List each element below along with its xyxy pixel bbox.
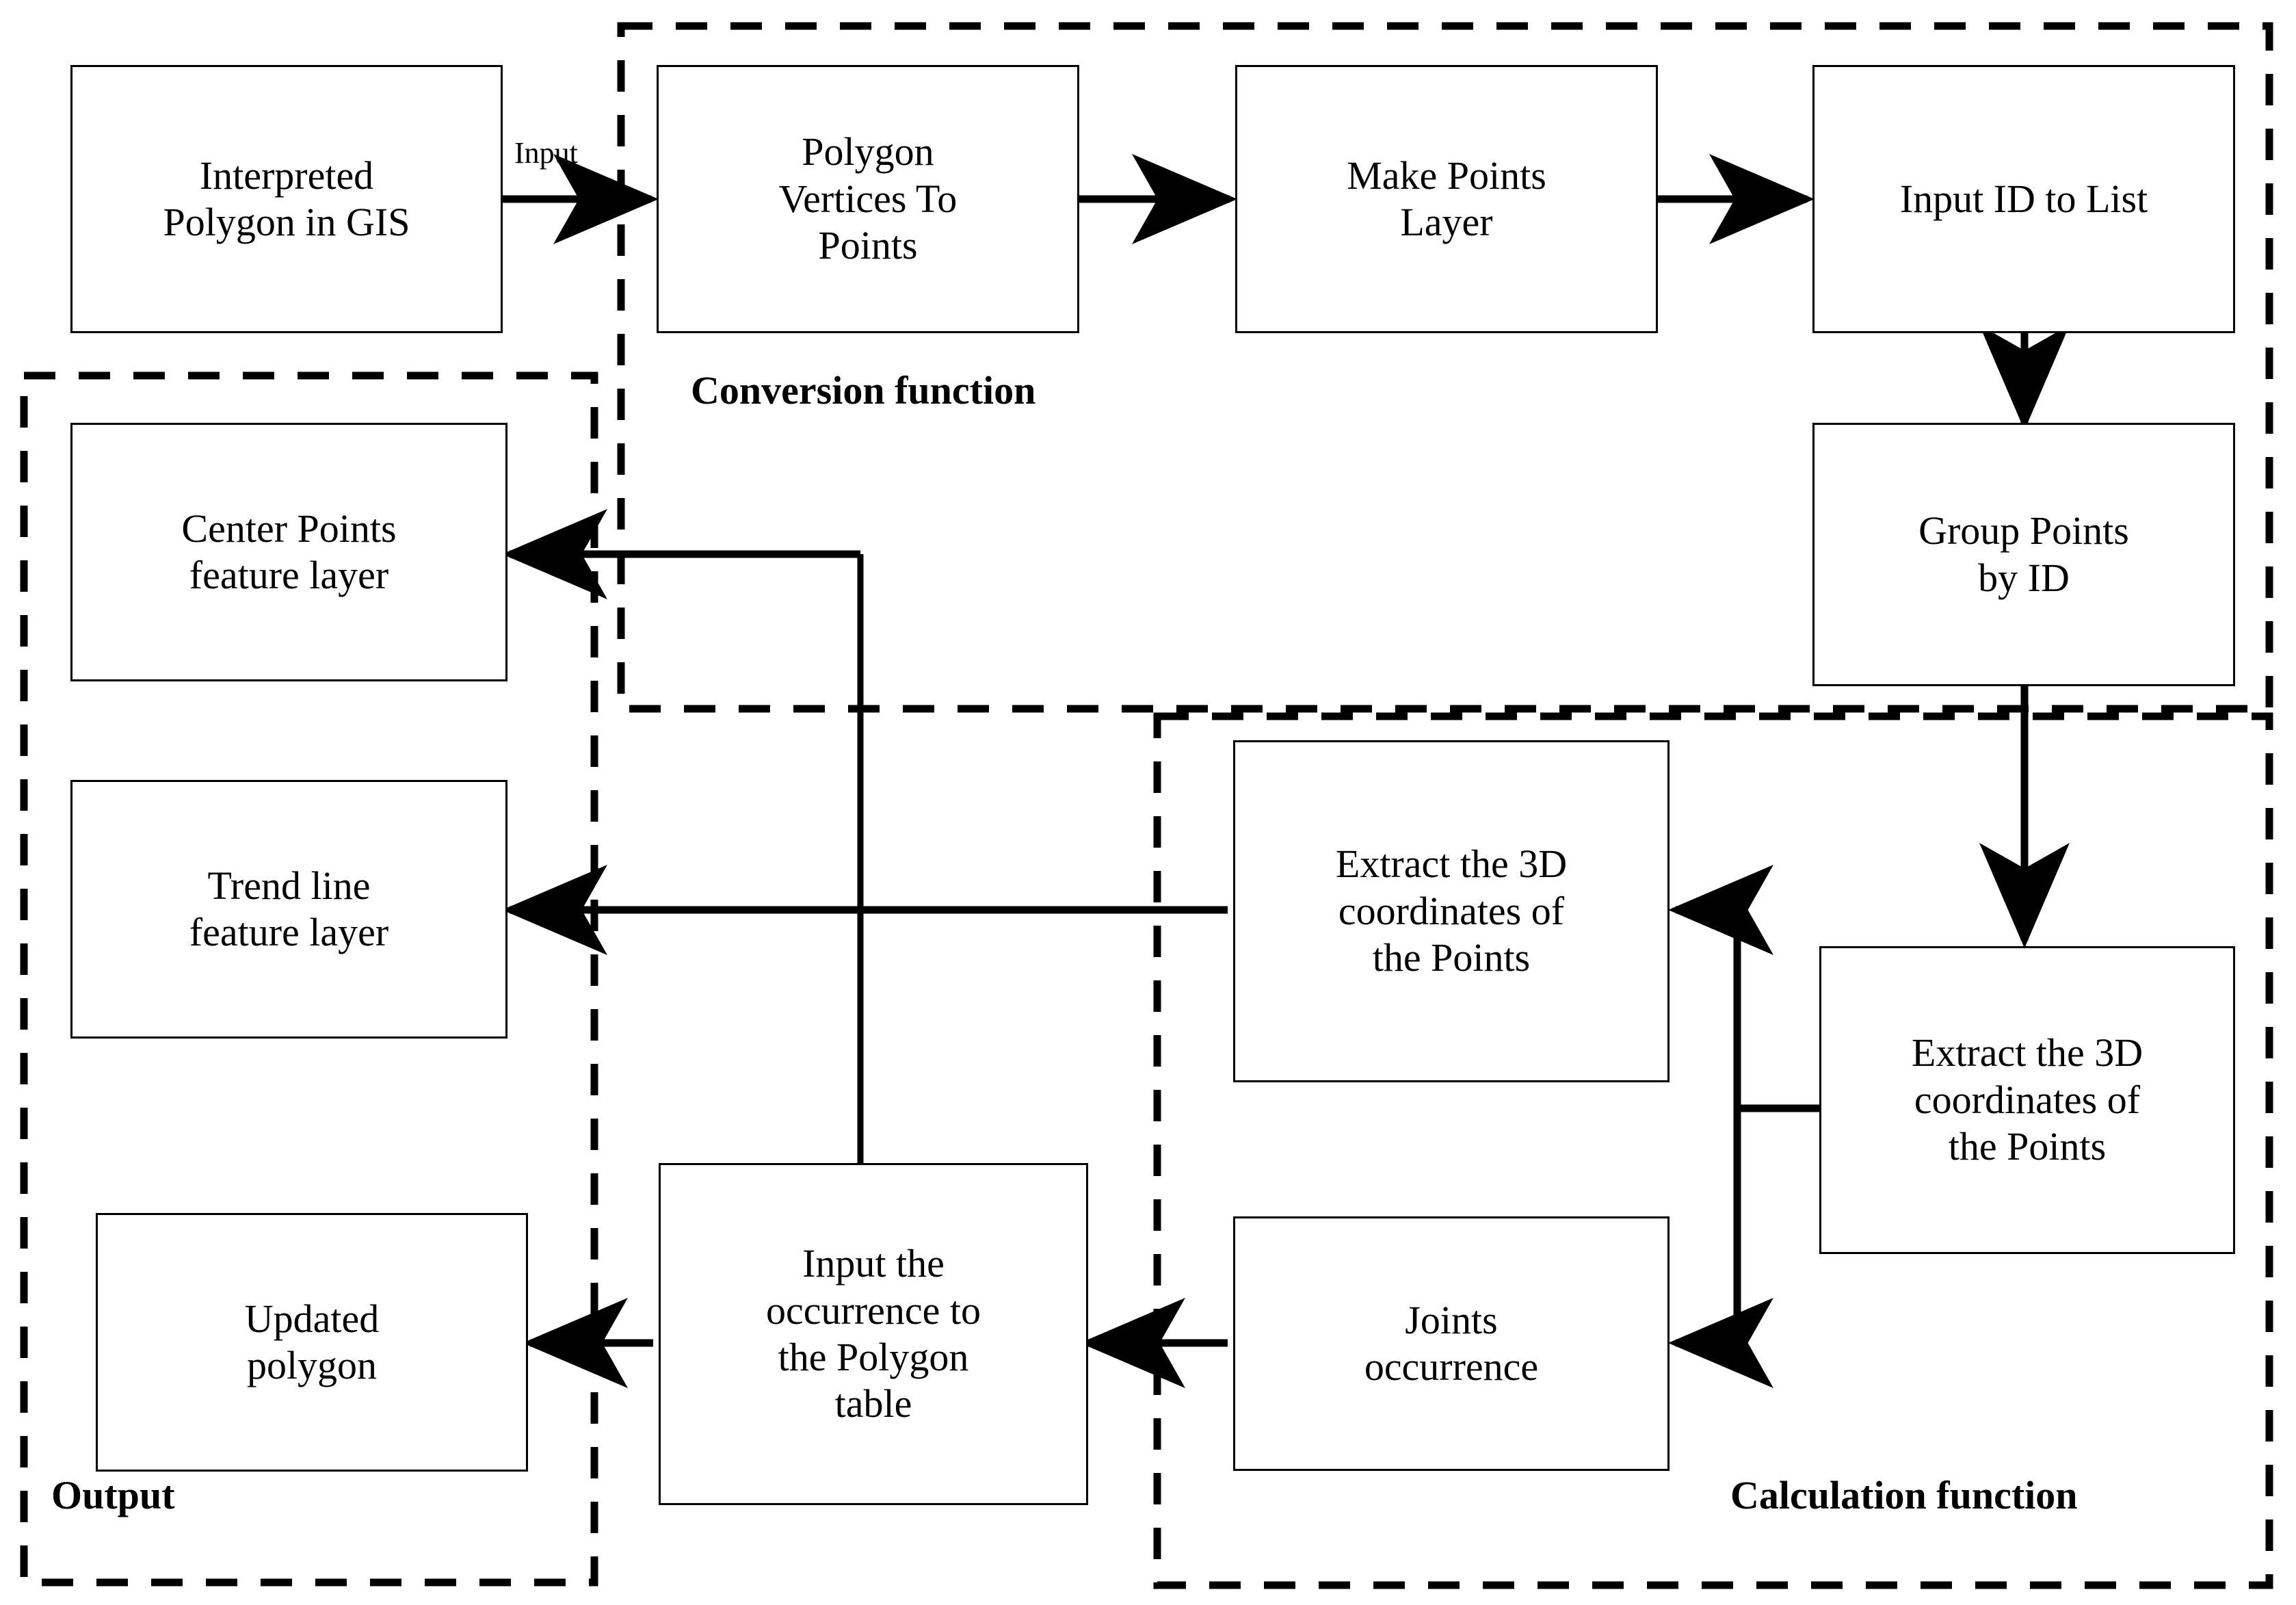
node-joints-occurrence[interactable]: Joints occurrence — [1233, 1216, 1670, 1471]
node-input-id-to-list[interactable]: Input ID to List — [1812, 65, 2235, 333]
node-input-occurrence-line3: the Polygon — [778, 1335, 969, 1379]
node-center-points-line1: Center Points — [181, 506, 397, 551]
node-polygon-vertices-to-points-line2: Vertices To — [778, 176, 958, 221]
node-center-points-feature-layer[interactable]: Center Points feature layer — [70, 423, 507, 681]
node-interpreted-polygon-line2: Polygon in GIS — [163, 200, 410, 244]
node-make-points-layer-line1: Make Points — [1347, 153, 1546, 198]
node-extract-3d-middle-line3: the Points — [1372, 935, 1531, 980]
group-label-conversion: Conversion function — [691, 368, 1036, 413]
node-interpreted-polygon[interactable]: Interpreted Polygon in GIS — [70, 65, 503, 333]
node-trend-line-line1: Trend line — [207, 863, 371, 908]
node-polygon-vertices-to-points-line1: Polygon — [802, 129, 934, 174]
node-updated-polygon[interactable]: Updated polygon — [96, 1213, 528, 1472]
node-group-points-by-id-line2: by ID — [1978, 555, 2070, 600]
node-extract-3d-right-line1: Extract the 3D — [1911, 1030, 2143, 1075]
node-polygon-vertices-to-points-line3: Points — [818, 223, 918, 268]
node-input-occurrence-line2: occurrence to — [766, 1288, 981, 1333]
node-input-id-to-list-line1: Input ID to List — [1899, 176, 2148, 221]
node-group-points-by-id[interactable]: Group Points by ID — [1812, 423, 2235, 686]
node-extract-3d-middle-line2: coordinates of — [1338, 888, 1565, 933]
group-label-calculation: Calculation function — [1730, 1473, 2078, 1517]
node-extract-3d-right-line3: the Points — [1948, 1124, 2107, 1169]
node-group-points-by-id-line1: Group Points — [1918, 508, 2129, 553]
node-joints-occurrence-line2: occurrence — [1364, 1344, 1539, 1389]
group-label-output: Output — [51, 1473, 175, 1517]
node-extract-3d-right-line2: coordinates of — [1914, 1077, 2141, 1122]
node-polygon-vertices-to-points[interactable]: Polygon Vertices To Points — [657, 65, 1079, 333]
node-center-points-line2: feature layer — [189, 553, 389, 597]
node-joints-occurrence-line1: Joints — [1405, 1297, 1498, 1342]
node-input-occurrence-line1: Input the — [802, 1241, 945, 1286]
edge-label-input: Input — [514, 136, 578, 170]
node-input-occurrence-line4: table — [834, 1381, 912, 1426]
node-trend-line-line2: feature layer — [189, 910, 389, 954]
node-trend-line-feature-layer[interactable]: Trend line feature layer — [70, 780, 507, 1039]
node-extract-3d-coordinates-middle[interactable]: Extract the 3D coordinates of the Points — [1233, 740, 1670, 1082]
node-updated-polygon-line1: Updated — [244, 1296, 380, 1341]
node-make-points-layer-line2: Layer — [1400, 200, 1493, 244]
node-extract-3d-middle-line1: Extract the 3D — [1335, 841, 1568, 887]
node-make-points-layer[interactable]: Make Points Layer — [1235, 65, 1658, 333]
node-interpreted-polygon-line1: Interpreted — [199, 153, 374, 198]
node-extract-3d-coordinates-right[interactable]: Extract the 3D coordinates of the Points — [1819, 946, 2235, 1254]
node-input-occurrence-polygon-table[interactable]: Input the occurrence to the Polygon tabl… — [659, 1163, 1088, 1505]
node-updated-polygon-line2: polygon — [246, 1343, 378, 1387]
